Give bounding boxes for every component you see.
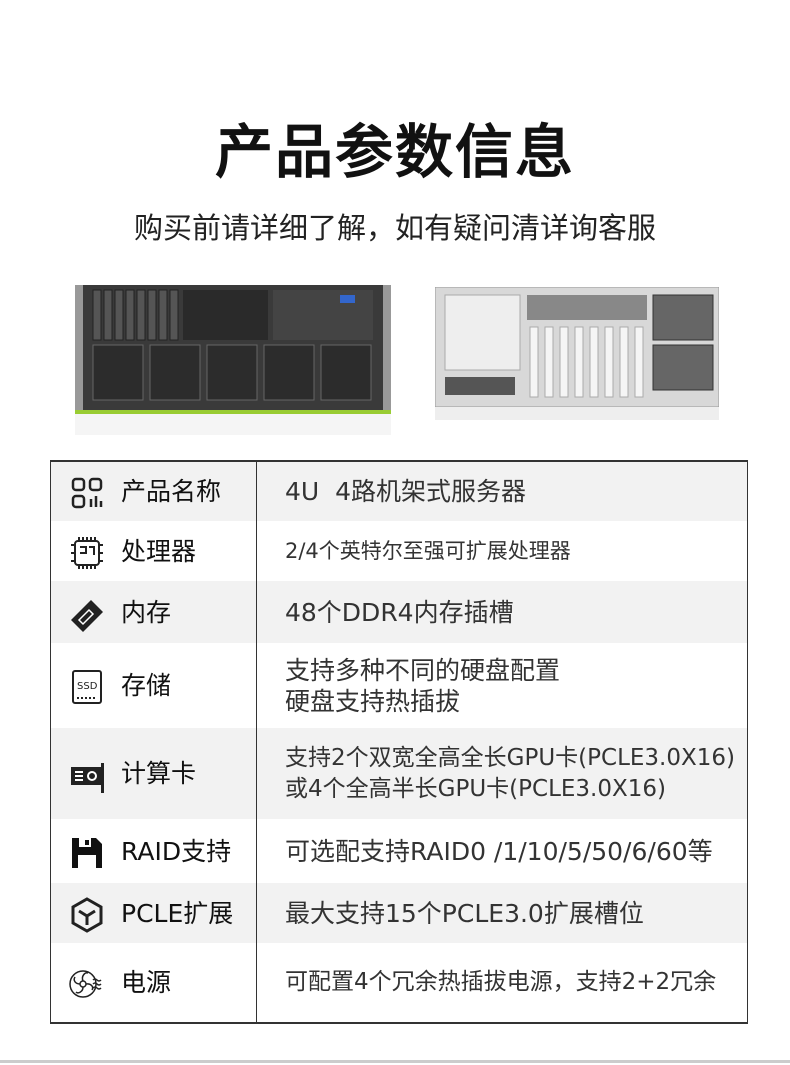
- table-row: RAID支持 可选配支持RAID0 /1/10/5/50/6/60等: [50, 819, 748, 883]
- cube-icon: [71, 896, 103, 933]
- row-value: 最大支持15个PCLE3.0扩展槽位: [285, 898, 644, 928]
- table-row: 处理器 2/4个英特尔至强可扩展处理器: [50, 521, 748, 581]
- floppy-icon: [72, 837, 102, 868]
- row-label: PCLE扩展: [121, 898, 234, 928]
- row-value: 或4个全高半长GPU卡(PCLE3.0X16): [285, 775, 666, 802]
- row-label: 处理器: [121, 536, 197, 566]
- row-value: 2/4个英特尔至强可扩展处理器: [285, 538, 571, 563]
- table-row: 内存 48个DDR4内存插槽: [50, 581, 748, 643]
- gpu-card-icon: [71, 763, 104, 793]
- row-label: 存储: [121, 671, 172, 700]
- row-label: RAID支持: [121, 836, 232, 866]
- table-row: PCLE扩展 最大支持15个PCLE3.0扩展槽位: [50, 883, 748, 943]
- server-rear-image: [435, 287, 719, 420]
- row-value: 48个DDR4内存插槽: [285, 597, 514, 627]
- row-value: 硬盘支持热插拔: [285, 686, 461, 716]
- server-front-image: [75, 285, 391, 435]
- ssd-icon: SSD: [72, 670, 102, 704]
- row-value: 可配置4个冗余热插拔电源，支持2+2冗余: [285, 969, 717, 995]
- row-value: 支持2个双宽全高全长GPU卡(PCLE3.0X16): [285, 744, 735, 771]
- table-row: SSD 存储 支持多种不同的硬盘配置硬盘支持热插拔: [50, 643, 748, 728]
- table-row: 产品名称 4U 4路机架式服务器: [50, 461, 748, 521]
- row-label: 产品名称: [121, 477, 222, 506]
- table-row: 电源 可配置4个冗余热插拔电源，支持2+2冗余: [50, 943, 748, 1023]
- row-label: 计算卡: [121, 759, 197, 788]
- row-value: 可选配支持RAID0 /1/10/5/50/6/60等: [285, 836, 713, 866]
- row-value: 支持多种不同的硬盘配置: [285, 655, 561, 685]
- power-fan-icon: [69, 970, 102, 998]
- grid-icon: [71, 477, 103, 509]
- page-title: 产品参数信息: [214, 118, 575, 186]
- row-value: 4U 4路机架式服务器: [285, 477, 527, 506]
- cpu-icon: [71, 536, 103, 569]
- subtitle: 购买前请详细了解，如有疑问清详询客服: [133, 211, 656, 245]
- table-row: 计算卡 支持2个双宽全高全长GPU卡(PCLE3.0X16) 或4个全高半长GPU…: [50, 728, 748, 819]
- memory-icon: [71, 599, 103, 632]
- row-label: 电源: [121, 968, 172, 997]
- svg-text:SSD: SSD: [77, 681, 98, 692]
- row-label: 内存: [121, 597, 172, 627]
- spec-table: 产品名称 4U 4路机架式服务器 处理器 2/4个英特尔至强可扩展处理器 内存 …: [50, 460, 748, 1024]
- divider: [0, 1060, 790, 1063]
